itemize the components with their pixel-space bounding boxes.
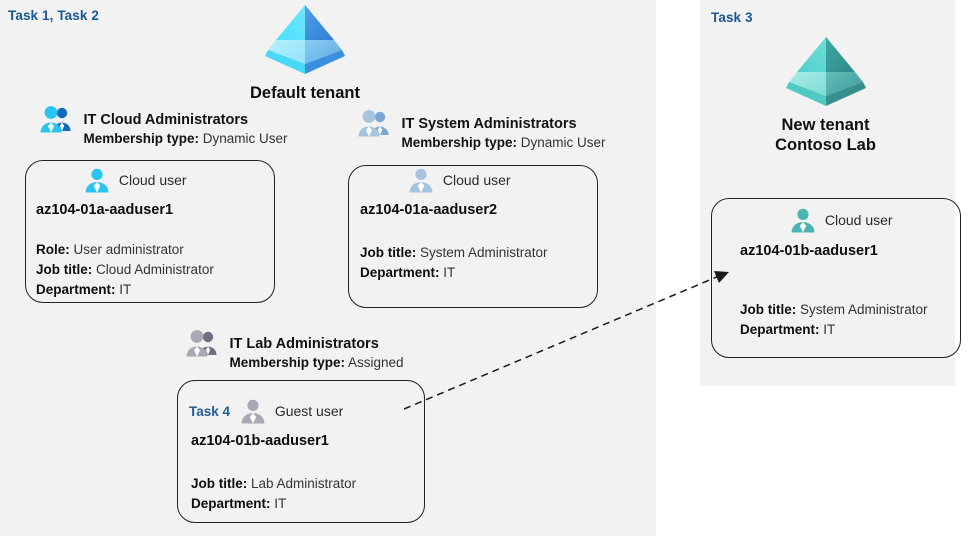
card-attr-label: Job title: <box>740 302 797 317</box>
group-title: IT Lab Administrators <box>229 335 379 352</box>
azure-ad-tenant-icon <box>785 37 866 106</box>
card-attr-label: Role: <box>36 242 70 257</box>
card-user-type-row: Cloud user <box>408 167 511 193</box>
card-user-type: Cloud user <box>824 212 893 228</box>
card-attributes: Job title: Lab Administrator Department:… <box>191 474 356 514</box>
card-user-type: Cloud user <box>442 172 511 188</box>
group-meta-label: Membership type: <box>83 130 199 146</box>
default-tenant-block: Default tenant <box>205 2 405 103</box>
card-user-type-row: Cloud user <box>790 207 893 233</box>
group-it-cloud-administrators: IT Cloud Administrators Membership type:… <box>40 104 288 149</box>
card-attr-row: Department: IT <box>36 280 214 300</box>
card-attr-label: Job title: <box>360 245 417 260</box>
card-attr-value: IT <box>274 496 287 511</box>
group-title: IT System Administrators <box>401 115 577 132</box>
card-user-name: az104-01a-aaduser2 <box>360 202 498 218</box>
card-user-name: az104-01b-aaduser1 <box>191 433 329 449</box>
user-card-az104-01b-aaduser1-guest[interactable] <box>177 380 425 523</box>
card-user-name: az104-01b-aaduser1 <box>740 243 878 259</box>
card-attr-row: Department: IT <box>740 320 928 340</box>
default-tenant-panel <box>0 0 656 536</box>
card-user-type: Cloud user <box>118 172 187 188</box>
guest-to-cloud-user-arrow <box>403 271 729 410</box>
cloud-user-icon <box>791 208 815 233</box>
task-label-4: Task 4 <box>189 403 231 419</box>
card-attr-label: Job title: <box>191 476 248 491</box>
card-attr-value: User administrator <box>73 242 184 257</box>
card-user-name: az104-01a-aaduser1 <box>36 202 174 218</box>
group-meta-value: Dynamic User <box>202 130 288 146</box>
card-attr-label: Department: <box>360 265 440 280</box>
default-tenant-name: Default tenant <box>249 84 360 102</box>
card-attr-row: Role: User administrator <box>36 240 214 260</box>
card-attr-row: Job title: System Administrator <box>360 243 548 263</box>
cloud-user-icon <box>85 168 109 193</box>
group-it-system-administrators: IT System Administrators Membership type… <box>358 108 606 153</box>
group-meta-label: Membership type: <box>401 134 517 150</box>
card-user-type: Guest user <box>274 403 344 419</box>
group-meta: Membership type: Assigned <box>229 353 403 373</box>
card-user-type-row: Cloud user <box>84 167 187 193</box>
task-label-1-2: Task 1, Task 2 <box>8 8 99 23</box>
card-attr-value: IT <box>443 265 456 280</box>
card-attr-row: Job title: Lab Administrator <box>191 474 356 494</box>
new-tenant-block: New tenant Contoso Lab <box>723 34 928 155</box>
user-card-az104-01a-aaduser1[interactable] <box>25 160 275 303</box>
azure-ad-tenant-icon <box>265 5 345 74</box>
card-attr-label: Department: <box>191 496 271 511</box>
card-attr-row: Department: IT <box>191 494 356 514</box>
card-attr-value: System Administrator <box>800 302 928 317</box>
group-meta: Membership type: Dynamic User <box>83 129 287 149</box>
card-attr-row: Department: IT <box>360 263 548 283</box>
card-attributes: Job title: System Administrator Departme… <box>360 243 548 283</box>
card-user-type-row: Task 4 Guest user <box>189 398 343 424</box>
users-group-icon <box>186 330 217 357</box>
card-attr-value: Lab Administrator <box>251 476 357 491</box>
card-attr-row: Job title: System Administrator <box>740 300 928 320</box>
user-card-az104-01a-aaduser2[interactable] <box>348 165 598 308</box>
card-attributes: Role: User administrator Job title: Clou… <box>36 240 214 300</box>
card-attr-label: Job title: <box>36 262 93 277</box>
group-meta: Membership type: Dynamic User <box>401 133 605 153</box>
card-attr-value: IT <box>119 282 132 297</box>
users-group-icon <box>40 106 71 133</box>
group-title: IT Cloud Administrators <box>83 111 249 128</box>
users-group-icon <box>358 110 389 137</box>
card-attr-value: IT <box>823 322 836 337</box>
card-attributes: Job title: System Administrator Departme… <box>740 300 928 340</box>
card-attr-label: Department: <box>740 322 820 337</box>
group-meta-value: Assigned <box>348 354 404 370</box>
group-meta-value: Dynamic User <box>520 134 606 150</box>
group-meta-label: Membership type: <box>229 354 345 370</box>
cloud-user-icon <box>409 168 433 193</box>
guest-user-icon <box>241 399 265 424</box>
card-attr-value: Cloud Administrator <box>96 262 214 277</box>
new-tenant-name: New tenant Contoso Lab <box>775 116 876 154</box>
task-label-3: Task 3 <box>711 10 753 25</box>
card-attr-label: Department: <box>36 282 116 297</box>
card-attr-value: System Administrator <box>420 245 548 260</box>
user-card-az104-01b-aaduser1-cloud[interactable] <box>711 198 961 358</box>
card-attr-row: Job title: Cloud Administrator <box>36 260 214 280</box>
group-it-lab-administrators: IT Lab Administrators Membership type: A… <box>186 328 404 373</box>
